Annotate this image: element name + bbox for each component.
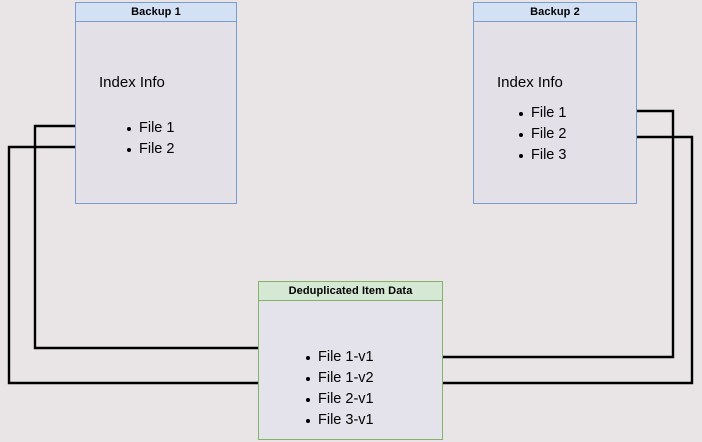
backup-2-file-list: File 1 File 2 File 3 — [518, 103, 566, 166]
backup-2-index-info-label: Index Info — [497, 74, 563, 91]
list-item[interactable]: File 2 — [126, 139, 174, 160]
node-backup-1-body: Index Info File 1 File 2 — [75, 22, 237, 204]
node-backup-2-body: Index Info File 1 File 2 File 3 — [473, 22, 637, 204]
node-backup-2-title: Backup 2 — [473, 2, 637, 22]
list-item[interactable]: File 2 — [518, 124, 566, 145]
node-backup-1[interactable]: Backup 1 Index Info File 1 File 2 — [75, 2, 237, 204]
list-item[interactable]: File 1-v1 — [305, 347, 374, 368]
node-backup-2[interactable]: Backup 2 Index Info File 1 File 2 File 3 — [473, 2, 637, 204]
list-item[interactable]: File 3-v1 — [305, 410, 374, 431]
backup-1-file-list: File 1 File 2 — [126, 118, 174, 160]
dedup-file-list: File 1-v1 File 1-v2 File 2-v1 File 3-v1 — [305, 347, 374, 431]
list-item[interactable]: File 1 — [518, 103, 566, 124]
node-deduplicated-item-data[interactable]: Deduplicated Item Data File 1-v1 File 1-… — [258, 281, 443, 440]
list-item[interactable]: File 3 — [518, 145, 566, 166]
list-item[interactable]: File 1 — [126, 118, 174, 139]
node-backup-1-title: Backup 1 — [75, 2, 237, 22]
node-dedup-title: Deduplicated Item Data — [258, 281, 443, 301]
list-item[interactable]: File 2-v1 — [305, 389, 374, 410]
list-item[interactable]: File 1-v2 — [305, 368, 374, 389]
backup-1-index-info-label: Index Info — [99, 74, 165, 91]
node-dedup-body: File 1-v1 File 1-v2 File 2-v1 File 3-v1 — [258, 301, 443, 440]
